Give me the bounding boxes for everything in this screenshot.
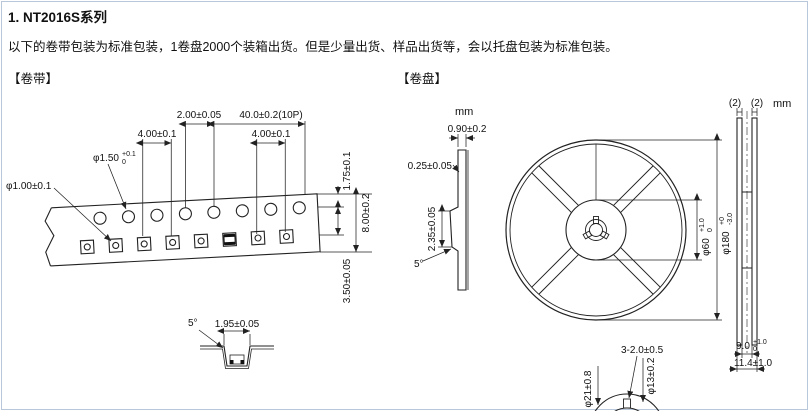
pocket-cross-section [200,345,274,369]
dim-key-slot: 3-2.0±0.5 [621,345,664,356]
dim-boss: φ21±0.8 [583,370,594,407]
reel-section-label: 【卷盘】 [397,72,448,86]
tape-edge-dimension-lines [422,134,475,262]
dim-center-hole-detail: φ13±0.2 [646,357,657,394]
dim-pocket-pitch-1: 4.00±0.1 [138,129,177,140]
dim-tape-width: 8.00±0.2 [361,193,372,232]
component-pockets [79,229,294,255]
dim-sprocket-to-pocket: 3.50±0.05 [342,258,353,303]
dim-pocket-width: 1.95±0.05 [215,319,260,330]
dim-cover: 0.25±0.05 [408,161,453,172]
dim-outer-tol-dn: -3.0 [727,213,734,225]
component-in-pocket [223,233,236,246]
dim-flange-right: (2) [751,98,763,109]
dim-outer-dia: φ180 [721,231,732,255]
dim-emboss: 0.90±0.2 [448,124,487,135]
dim-inner-width: 9.0 [736,341,750,352]
reel-side-dimension-lines [729,108,765,372]
unit-left: mm [455,106,473,118]
reel-front-dimension-lines [596,133,722,321]
dim-flange-left: (2) [729,98,741,109]
tape-band [44,193,321,267]
reel-side-view [736,111,758,353]
dim-outer-dia-group: φ180 +0 -3.0 [719,213,734,255]
tape-dimension-lines [53,121,372,349]
tape-edge-view [449,149,469,291]
carrier-tape-drawing: 2.00±0.05 40.0±0.2(10P) 4.00±0.1 4.00±0.… [6,110,372,369]
reel-front-view [505,139,687,321]
dim-pocket-len: 2.35±0.05 [427,206,438,251]
dim-sprocket-dia: φ1.50 [93,153,119,164]
dim-draft-angle: 5° [188,318,198,329]
tape-outline [44,193,321,267]
tape-section-label: 【卷带】 [8,72,59,86]
dim-hub-dia-group: φ60 +1.0 0 [699,218,714,256]
hub-detail [594,393,660,411]
dim-inner-width-tol-up: +1.0 [753,339,767,346]
dim-center-hole: φ1.00±0.1 [6,181,52,192]
dim-angle: 5° [414,259,424,270]
unit-right: mm [773,98,791,110]
reel-drawing: mm 0.90±0.2 0.25±0.05 2.35±0.05 5° [408,98,791,411]
dim-edge-to-sprocket: 1.75±0.1 [342,151,353,190]
dim-outer-tol-up: +0 [719,217,726,225]
dim-sprocket-dia-tol-dn: 0 [122,159,126,166]
page-description: 以下的卷带包装为标准包装，1卷盘2000个装箱出货。但是少量出货、样品出货等，会… [8,40,618,54]
dim-hub-tol-dn: 0 [707,228,714,232]
dim-pocket-pitch-2: 4.00±0.1 [252,129,291,140]
dim-sprocket-dia-tol-up: +0.1 [122,151,136,158]
dim-inner-width-tol-dn: 0 [753,346,757,353]
dim-10p: 40.0±0.2(10P) [239,110,302,121]
dim-hub-tol-up: +1.0 [699,218,706,232]
sprocket-holes [93,201,306,225]
page-title: 1. NT2016S系列 [8,10,108,25]
dim-hub-dia: φ60 [701,238,712,256]
dim-sprocket-pitch: 2.00±0.05 [177,110,222,121]
hub-detail-dimension-lines [595,355,646,405]
dim-outer-width: 11.4±1.0 [734,358,773,369]
